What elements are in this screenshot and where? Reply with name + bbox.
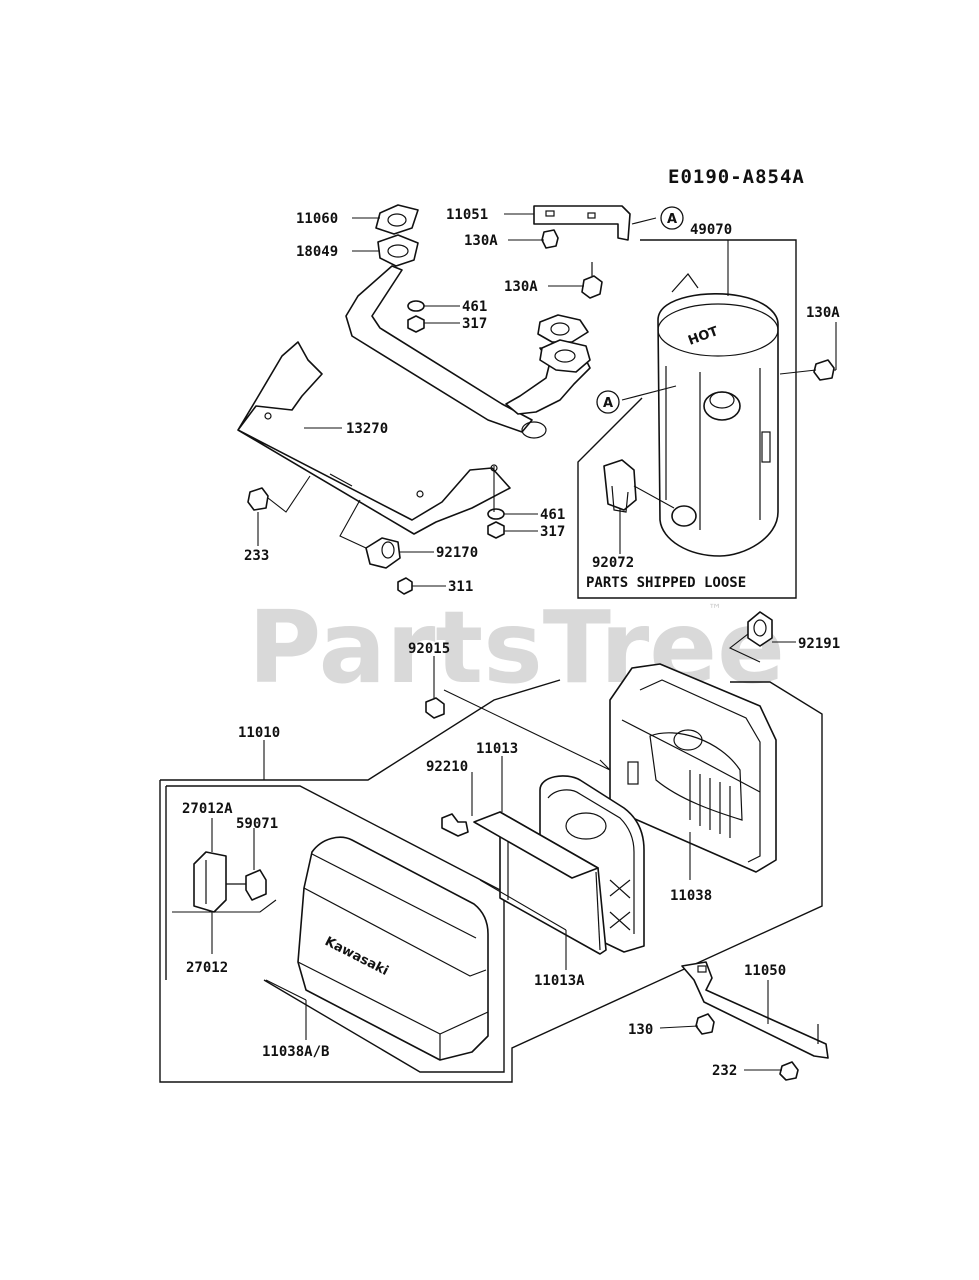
parts-shipped-loose-note: PARTS SHIPPED LOOSE [586, 575, 746, 591]
label-11038ab: 11038A/B [262, 1044, 329, 1060]
label-27012: 27012 [186, 960, 228, 976]
label-18049: 18049 [296, 244, 338, 260]
label-92015: 92015 [408, 641, 450, 657]
bracket-11050[interactable] [681, 961, 829, 1059]
watermark-trademark: ™ [708, 602, 722, 618]
label-11050: 11050 [744, 963, 786, 979]
label-311: 311 [448, 579, 473, 595]
washer-461-upper[interactable] [407, 300, 425, 312]
clamp-92072[interactable] [603, 459, 637, 513]
bolt-130a-right[interactable] [813, 359, 835, 381]
air-cleaner-base-11038[interactable] [609, 663, 777, 873]
gasket-right[interactable] [537, 314, 591, 373]
label-92072: 92072 [592, 555, 634, 571]
bolt-232[interactable] [779, 1061, 799, 1081]
callout-a-left: A [596, 390, 620, 414]
gasket-11060[interactable] [375, 204, 419, 235]
bolt-130[interactable] [695, 1013, 715, 1035]
clamp-92170[interactable] [365, 537, 401, 569]
label-130a-right: 130A [806, 305, 840, 321]
wing-nut-92210[interactable] [441, 813, 469, 837]
bolt-130a-lower[interactable] [581, 262, 603, 299]
label-11013: 11013 [476, 741, 518, 757]
heat-shield-13270[interactable] [237, 341, 511, 535]
label-92210: 92210 [426, 759, 468, 775]
nut-311[interactable] [397, 577, 413, 595]
nut-317-upper[interactable] [407, 315, 425, 333]
bolt-233[interactable] [247, 487, 269, 511]
label-461-lower: 461 [540, 507, 565, 523]
muffler-box [577, 239, 797, 599]
muffler-box-connector [589, 397, 643, 451]
clip-27012a[interactable] [193, 851, 227, 913]
pre-cleaner-11013a[interactable] [473, 811, 607, 955]
exhaust-pipe-18049[interactable] [345, 234, 591, 439]
label-317-upper: 317 [462, 316, 487, 332]
label-11060: 11060 [296, 211, 338, 227]
label-49070: 49070 [690, 222, 732, 238]
cover-11038ab[interactable]: Kawasaki [297, 836, 489, 1061]
diagram-code: E0190-A854A [668, 166, 805, 188]
label-92170: 92170 [436, 545, 478, 561]
nut-317-lower[interactable] [487, 521, 505, 539]
label-11038: 11038 [670, 888, 712, 904]
label-317-lower: 317 [540, 524, 565, 540]
bolt-130a-upper[interactable] [541, 229, 559, 249]
label-233: 233 [244, 548, 269, 564]
grommet-92015[interactable] [425, 697, 445, 719]
bracket-11051[interactable] [533, 205, 631, 241]
label-59071: 59071 [236, 816, 278, 832]
label-92191: 92191 [798, 636, 840, 652]
latch-59071[interactable] [226, 869, 267, 901]
callout-a-top: A [660, 206, 684, 230]
svg-text:A: A [603, 396, 613, 411]
washer-461-lower[interactable] [487, 508, 505, 520]
svg-text:A: A [667, 212, 677, 227]
leader-lines [172, 213, 837, 1071]
label-11051: 11051 [446, 207, 488, 223]
label-13270: 13270 [346, 421, 388, 437]
air-cleaner-frame [159, 681, 823, 1083]
breather-92191[interactable] [747, 611, 773, 647]
label-461-upper: 461 [462, 299, 487, 315]
label-11013a: 11013A [534, 973, 585, 989]
label-130: 130 [628, 1022, 653, 1038]
label-130a-lower: 130A [504, 279, 538, 295]
label-27012a: 27012A [182, 801, 233, 817]
label-11010: 11010 [238, 725, 280, 741]
part-labels: 11060 11051 18049 130A 130A 461 317 4907… [182, 207, 840, 1079]
label-232: 232 [712, 1063, 737, 1079]
label-130a-upper: 130A [464, 233, 498, 249]
cover-subframe [166, 785, 505, 1073]
muffler-49070[interactable]: HOT [657, 273, 779, 557]
